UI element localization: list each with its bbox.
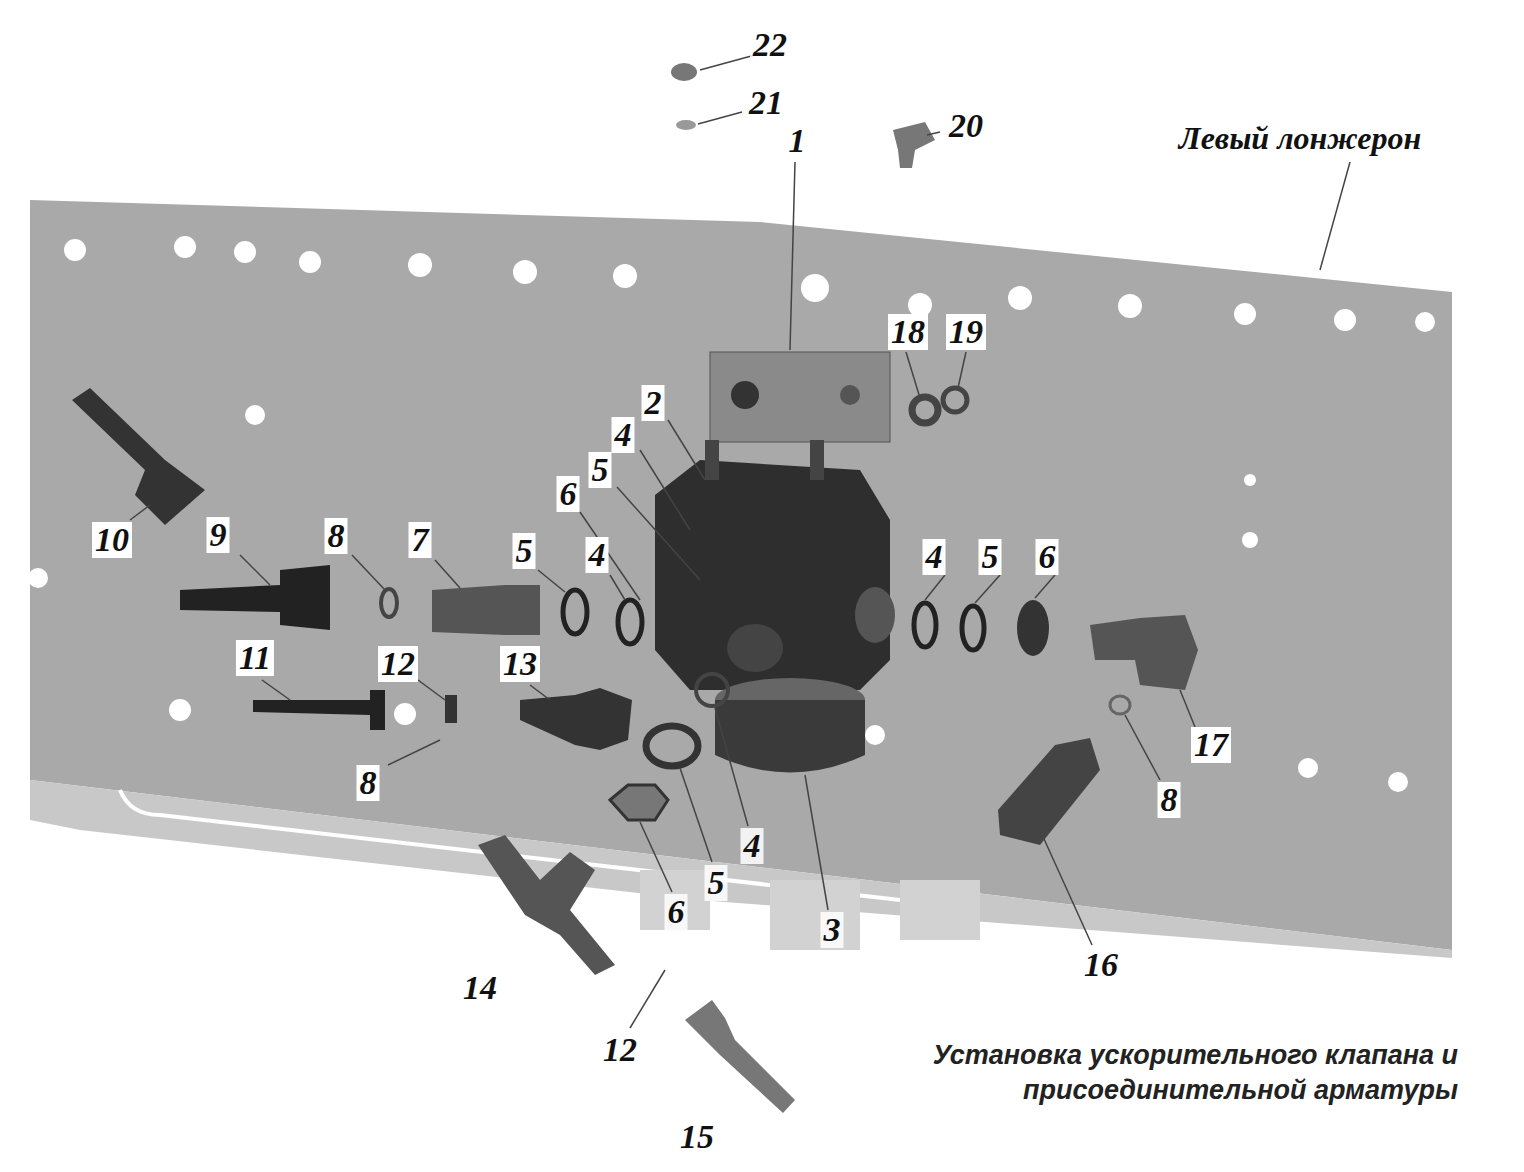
callout-number: 19 — [946, 314, 986, 350]
callout-number: 17 — [1191, 727, 1231, 763]
callout-number: 4 — [741, 828, 764, 864]
callout-number: 5 — [589, 452, 612, 488]
spar-holes — [28, 236, 1435, 792]
callout-number: 9 — [207, 517, 230, 553]
callout-number: 12 — [378, 646, 418, 682]
caption: Установка ускорительного клапана и присо… — [918, 1038, 1458, 1108]
callout-number: 6 — [1036, 539, 1059, 575]
callout-number: 8 — [1158, 782, 1181, 818]
callout-number: 12 — [600, 1032, 640, 1068]
callout-number: 4 — [923, 539, 946, 575]
callout-number: 14 — [460, 970, 500, 1006]
callout-number: 16 — [1081, 947, 1121, 983]
callout-number: 5 — [705, 865, 728, 901]
callout-number: 3 — [821, 912, 844, 948]
callout-number: 20 — [946, 108, 986, 144]
spar-flange — [30, 780, 1452, 958]
callout-number: 8 — [325, 518, 348, 554]
leader-lines — [130, 55, 1350, 1028]
callout-number: 13 — [500, 646, 540, 682]
part-label: Левый лонжерон — [1176, 121, 1425, 155]
callout-number: 7 — [409, 522, 432, 558]
callout-number: 5 — [513, 533, 536, 569]
callout-number: 1 — [786, 123, 809, 159]
callout-number: 10 — [92, 522, 132, 558]
callout-number: 8 — [357, 765, 380, 801]
callout-number: 21 — [746, 85, 786, 121]
callout-number: 5 — [979, 539, 1002, 575]
callout-number: 22 — [750, 27, 790, 63]
callout-number: 6 — [665, 894, 688, 930]
callout-number: 18 — [888, 314, 928, 350]
callout-number: 2 — [642, 385, 665, 421]
callout-number: 4 — [612, 417, 635, 453]
callout-number: 11 — [236, 640, 274, 676]
callout-number: 6 — [557, 476, 580, 512]
callout-number: 4 — [586, 537, 609, 573]
callout-number: 15 — [677, 1119, 717, 1155]
